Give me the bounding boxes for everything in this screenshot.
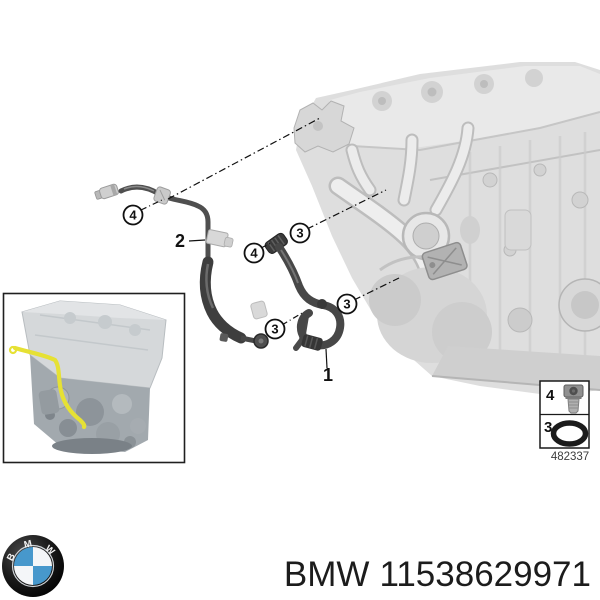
engine-illustration (250, 62, 600, 396)
callout-3-upper: 3 (289, 222, 311, 244)
callout-4-mid: 4 (243, 242, 265, 264)
callouts: 4 4 3 3 3 2 1 (122, 204, 358, 385)
legend-row-3-num: 3 (544, 419, 552, 436)
hose1-connector (301, 334, 323, 351)
roundel-quadrant-white-tr (33, 547, 52, 566)
coolant-line-1 (264, 232, 345, 351)
callout-label: 3 (343, 297, 350, 312)
hose2-bracket-tag (205, 229, 234, 248)
leader-lines (140, 117, 400, 369)
callout-label: 3 (271, 322, 278, 337)
legend-box: 4 3 482337 (539, 380, 590, 463)
bmw-roundel-logo: B M W (2, 535, 64, 597)
legend-code: 482337 (551, 451, 589, 463)
callout-3-lower: 3 (264, 318, 286, 340)
roundel-quadrant-white-bl (14, 566, 33, 585)
part-label-2: 2 (175, 231, 185, 251)
o-ring-icon (550, 420, 589, 447)
callout-label: 4 (129, 208, 137, 223)
inset-thumbnail (2, 292, 186, 464)
torx-bolt-icon (563, 384, 584, 414)
hose2-end-fitting (94, 183, 119, 200)
roundel-quadrant-blue-br (33, 566, 52, 585)
legend-row-4-num: 4 (546, 387, 555, 404)
callout-label: 4 (250, 246, 258, 261)
callout-3-right: 3 (336, 293, 358, 315)
part-label-1: 1 (323, 365, 333, 385)
hose2-clip (153, 186, 171, 205)
logo-letter-m: M (23, 538, 33, 551)
part-number: 11538629971 (379, 555, 591, 594)
callout-4-left: 4 (122, 204, 144, 226)
roundel-quadrant-blue-tl (14, 547, 33, 566)
brand-text: BMW (284, 555, 370, 594)
highlighted-hose-yellow (8, 345, 87, 430)
logo-letter-b: B (5, 552, 18, 563)
callout-label: 3 (296, 226, 303, 241)
coolant-line-2 (94, 183, 269, 349)
